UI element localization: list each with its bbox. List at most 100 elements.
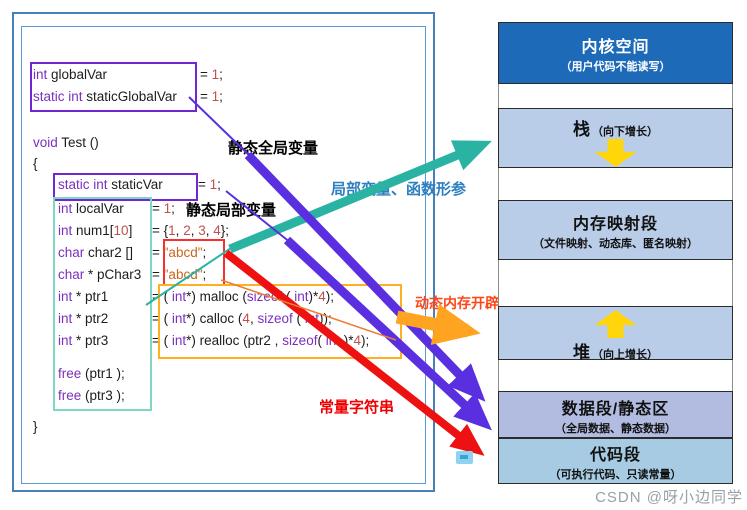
code-token: char2 [] — [88, 245, 134, 260]
code-line: int localVar = 1; — [0, 200, 500, 218]
watermark-text: CSDN @呀小边同学 — [595, 489, 743, 506]
string-literals-highlight-box — [163, 239, 225, 286]
code-part: int * ptr1 — [58, 288, 108, 306]
code-token: void — [33, 135, 62, 150]
code-token: ] — [128, 223, 133, 238]
code-token: = — [152, 245, 164, 260]
code-token: = — [200, 89, 212, 104]
code-segment-subtitle: （可执行代码、只读常量） — [549, 469, 682, 481]
label-dynamic-alloc: 动态内存开辟 — [415, 295, 499, 311]
data-segment-title: 数据段/静态区 — [561, 401, 670, 418]
code-part: int localVar — [58, 200, 124, 218]
code-token: int — [171, 311, 187, 326]
code-token: 1 — [163, 201, 172, 216]
code-part: void Test () — [33, 134, 99, 152]
memory-section-stack: 栈（向下增长） — [498, 108, 733, 168]
code-segment-title: 代码段 — [589, 447, 641, 464]
code-part: = 1; — [152, 200, 175, 218]
code-token: = — [200, 67, 212, 82]
code-token: = — [152, 267, 164, 282]
code-token: = { — [152, 223, 169, 238]
code-token: * pChar3 — [88, 267, 142, 282]
code-token: (ptr1 ); — [85, 366, 125, 381]
code-line: } — [0, 418, 500, 436]
code-part: char char2 [] — [58, 244, 133, 262]
memory-section-heap: 堆（向上增长） — [498, 306, 733, 362]
code-line: int globalVar = 1; — [0, 66, 500, 84]
down-arrow-icon — [594, 139, 637, 167]
code-part: = {1, 2, 3, 4}; — [152, 222, 229, 240]
code-token: 1 — [211, 67, 220, 82]
code-token: int — [58, 333, 77, 348]
code-token: static int — [33, 89, 87, 104]
label-static-global-vars: 静态全局变量 — [228, 140, 319, 157]
code-token: , — [190, 223, 199, 238]
memory-gap — [498, 260, 733, 306]
code-part: { — [33, 155, 38, 173]
code-token: int — [58, 289, 77, 304]
heap-calls-highlight-box — [158, 284, 402, 359]
up-arrow-icon — [594, 310, 637, 338]
code-token: free — [58, 366, 86, 381]
code-token: int — [58, 223, 77, 238]
code-token: * ptr2 — [76, 311, 109, 326]
code-token: free — [58, 388, 86, 403]
code-token: ; — [219, 67, 223, 82]
memory-section-data-segment: 数据段/静态区 （全局数据、静态数据） — [498, 391, 733, 438]
code-part: } — [33, 418, 38, 436]
code-line: static int staticVar = 1; — [0, 176, 500, 194]
code-part: static int staticVar — [58, 176, 163, 194]
code-token: } — [33, 419, 38, 434]
local-vars-highlight-box — [53, 197, 152, 411]
code-token: * ptr1 — [76, 289, 109, 304]
code-token: 10 — [113, 223, 129, 238]
mmap-title: 内存映射段 — [572, 216, 658, 233]
heap-title: 堆（向上增长） — [573, 343, 658, 362]
code-token: 2 — [183, 223, 191, 238]
label-const-string: 常量字符串 — [319, 399, 395, 416]
code-line: { — [0, 155, 500, 173]
code-part: int globalVar — [33, 66, 107, 84]
code-token: int — [58, 311, 77, 326]
label-local-vars-params: 局部变量、函数形参 — [331, 181, 467, 198]
kernel-title: 内核空间 — [581, 39, 650, 56]
data-segment-subtitle: （全局数据、静态数据） — [555, 423, 676, 435]
code-part: int * ptr2 — [58, 310, 108, 328]
code-part: free (ptr3 ); — [58, 387, 125, 405]
code-part: = 1; — [198, 176, 221, 194]
code-part: char * pChar3 — [58, 266, 141, 284]
memory-section-code-segment: 代码段 （可执行代码、只读常量） — [498, 438, 733, 484]
code-part: int num1[10] — [58, 222, 132, 240]
code-token: int — [171, 333, 187, 348]
stack-title: 栈（向下增长） — [573, 120, 658, 139]
memory-section-mmap: 内存映射段 （文件映射、动态库、匿名映射） — [498, 200, 733, 260]
memory-gap — [498, 360, 733, 391]
code-token: staticGlobalVar — [86, 89, 177, 104]
label-static-local-vars: 静态局部变量 — [186, 202, 277, 219]
code-token: int — [58, 201, 77, 216]
code-token: globalVar — [51, 67, 108, 82]
code-token: ; — [171, 201, 175, 216]
memory-section-kernel: 内核空间 （用户代码不能读写） — [498, 22, 733, 84]
code-token: , — [175, 223, 184, 238]
code-token: = ( — [152, 333, 172, 348]
kernel-subtitle: （用户代码不能读写） — [560, 61, 671, 73]
code-token: }; — [220, 223, 230, 238]
code-part: int * ptr3 — [58, 332, 108, 350]
code-token: * ptr3 — [76, 333, 109, 348]
code-token: char — [58, 245, 89, 260]
code-token: = — [198, 177, 210, 192]
code-token: = ( — [152, 311, 172, 326]
code-token: num1[ — [76, 223, 114, 238]
code-token: char — [58, 267, 89, 282]
code-line: int num1[10] = {1, 2, 3, 4}; — [0, 222, 500, 240]
code-token: = — [152, 201, 164, 216]
code-token: ; — [217, 177, 221, 192]
static-var-highlight-box — [53, 173, 198, 201]
code-token: , — [205, 223, 214, 238]
code-token: 1 — [168, 223, 176, 238]
code-token: 1 — [209, 177, 218, 192]
watermark-icon — [456, 451, 473, 464]
code-token: ; — [219, 89, 223, 104]
